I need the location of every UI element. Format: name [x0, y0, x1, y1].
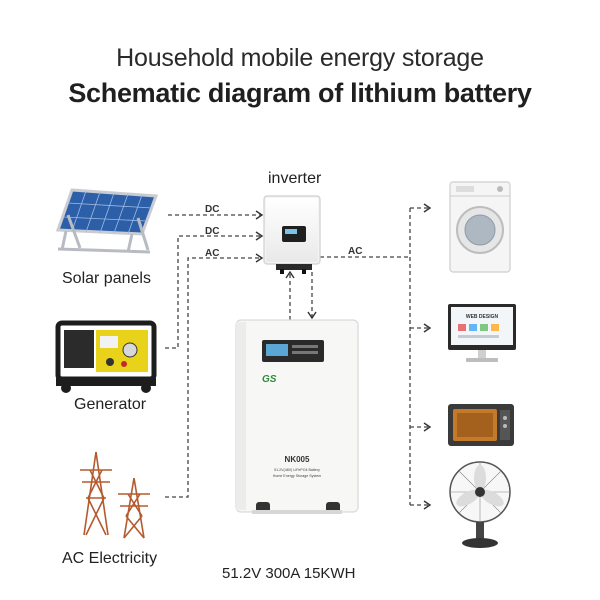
monitor-icon	[448, 304, 516, 362]
generator-label: Generator	[74, 396, 147, 413]
page-title: Household mobile energy storage	[116, 44, 484, 72]
ac-electricity-label: AC Electricity	[62, 550, 158, 567]
ac-out-label: AC	[348, 246, 362, 257]
dc-label-2: DC	[205, 226, 219, 237]
brand-logo: GS	[262, 374, 277, 385]
inverter-icon	[263, 195, 321, 274]
battery-spec-label: 51.2V 300A 15KWH	[222, 565, 356, 582]
battery-cabinet-icon	[235, 319, 359, 514]
power-tower-icon	[80, 451, 150, 539]
microwave-icon	[448, 404, 514, 446]
battery-line2: Home Energy Storage System	[273, 474, 322, 478]
solar-panels-label: Solar panels	[62, 270, 151, 287]
arrowheads	[255, 203, 432, 510]
solar-panel-icon	[55, 188, 159, 254]
washing-machine-icon	[449, 181, 511, 273]
generator-icon	[55, 320, 157, 393]
dc-label-1: DC	[205, 204, 219, 215]
page-subtitle: Schematic diagram of lithium battery	[68, 78, 532, 108]
ac-in-label: AC	[205, 248, 219, 259]
monitor-screen-text: WEB DESIGN	[466, 314, 499, 320]
battery-line1: 51.2V(48V) LiFePO4 Battery	[274, 468, 320, 472]
fan-icon	[449, 461, 511, 548]
inverter-label: inverter	[268, 170, 322, 187]
connection-lines	[165, 207, 430, 506]
battery-model: NK005	[285, 455, 310, 464]
